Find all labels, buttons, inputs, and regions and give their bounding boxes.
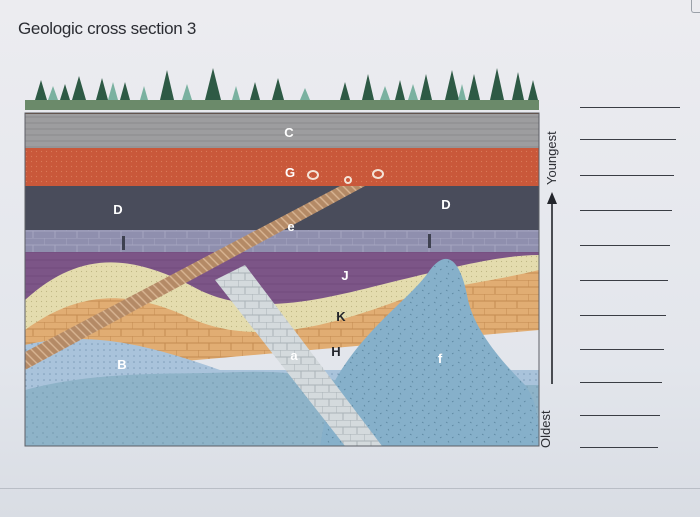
- page-title: Geologic cross section 3: [18, 19, 196, 38]
- answer-blank-8[interactable]: [580, 349, 664, 350]
- dike-e: [25, 186, 365, 370]
- label-a: a: [290, 348, 298, 363]
- oldest-label: Oldest: [538, 410, 553, 448]
- intrusion-f: [320, 258, 539, 446]
- marker-right: [428, 234, 431, 248]
- label-d-left: D: [113, 202, 122, 217]
- label-d-right: D: [441, 197, 450, 212]
- answer-blank-11[interactable]: [580, 447, 658, 448]
- label-h: H: [331, 344, 340, 359]
- label-f: f: [438, 351, 443, 366]
- answer-blank-2[interactable]: [580, 139, 676, 140]
- answer-blank-7[interactable]: [580, 315, 666, 316]
- layer-h: [25, 270, 539, 375]
- label-e: e: [287, 219, 294, 234]
- marker-left: [122, 236, 125, 250]
- answer-blank-6[interactable]: [580, 280, 668, 281]
- bottom-divider: [0, 488, 700, 489]
- label-b: B: [117, 357, 126, 372]
- label-c: C: [284, 125, 294, 140]
- pebbles: [307, 169, 384, 184]
- diagram-frame: [24, 112, 540, 447]
- page-corner: [691, 0, 700, 13]
- answer-blank-3[interactable]: [580, 175, 674, 176]
- treeline: [25, 68, 539, 110]
- layer-g: [25, 148, 539, 186]
- age-arrow: [547, 192, 557, 384]
- answer-blank-10[interactable]: [580, 415, 660, 416]
- layer-i: [25, 230, 539, 252]
- label-k: K: [336, 309, 346, 324]
- label-j: J: [341, 268, 348, 283]
- layer-c: [25, 114, 539, 148]
- answer-blank-5[interactable]: [580, 245, 670, 246]
- dike-a: [215, 265, 382, 446]
- answer-blank-4[interactable]: [580, 210, 672, 211]
- label-g: G: [285, 165, 295, 180]
- youngest-label: Youngest: [544, 131, 559, 185]
- answer-blank-9[interactable]: [580, 382, 662, 383]
- answer-blank-1[interactable]: [580, 107, 680, 108]
